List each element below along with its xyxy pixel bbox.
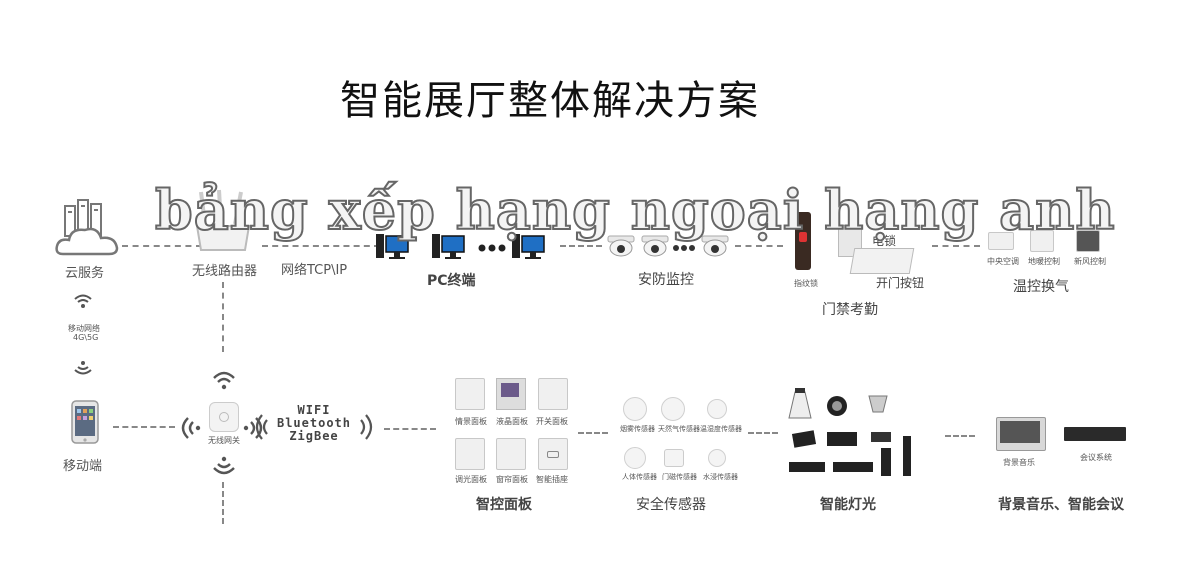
protocol-zigbee: ZigBee <box>289 429 339 443</box>
mobile-network-sub-label: 4G\5G <box>73 333 99 342</box>
security-cameras-icon <box>607 235 729 257</box>
network-label: 网络TCP\IP <box>281 263 348 278</box>
av-item-background-music: 背景音乐 <box>1003 458 1035 467</box>
line-security-access <box>735 245 783 247</box>
lcd-panel-screen <box>501 383 519 397</box>
line-pc-security <box>560 245 602 247</box>
line-access-hvac <box>932 245 980 247</box>
fingerprint-lock-indicator <box>799 232 807 242</box>
fresh-air-device <box>1076 230 1100 252</box>
mobile-label: 移动端 <box>63 459 103 474</box>
smart-lighting-icon <box>788 388 911 476</box>
electric-lock-device <box>849 248 915 274</box>
protocol-wifi: WIFI <box>297 403 331 417</box>
socket-holes <box>547 451 559 458</box>
line-mobile-gateway <box>113 426 175 428</box>
wireless-router-icon <box>195 189 251 251</box>
switch-panel-device <box>538 378 568 410</box>
line-lighting-av <box>945 435 975 437</box>
wifi-down-icon <box>74 361 92 375</box>
access-control-label: 门禁考勤 <box>822 302 878 318</box>
protocol-wave-left-icon <box>255 414 268 440</box>
electric-lock-label: 电锁 <box>872 234 897 248</box>
smartphone-icon <box>71 400 99 444</box>
panel-item-lcd: 液晶面板 <box>496 417 528 426</box>
mobile-network-label: 移动网络 <box>68 324 100 333</box>
line-panels-sensors <box>578 432 608 434</box>
pc-terminals-icon <box>376 234 545 259</box>
temp-humidity-sensor-device <box>707 399 727 419</box>
wifi-icon <box>74 294 92 308</box>
door-magnet-sensor-device <box>664 449 684 467</box>
protocol-bluetooth: Bluetooth <box>276 416 352 430</box>
watermark-text: bảng xếp hạng ngoại hạng anh <box>154 177 1116 243</box>
line-sensors-lighting <box>748 432 778 434</box>
floor-heating-device <box>1030 230 1054 252</box>
hvac-item-central-ac: 中央空调 <box>987 257 1019 266</box>
gateway-wifi-right-icon <box>243 417 263 439</box>
line-router-gateway <box>222 282 224 352</box>
pc-terminal-label: PC终端 <box>427 273 476 289</box>
panel-item-scene: 情景面板 <box>455 417 487 426</box>
panel-item-switch: 开关面板 <box>536 417 568 426</box>
sensor-item-door-magnet: 门磁传感器 <box>662 473 697 481</box>
gateway-wifi-down-icon <box>213 456 235 475</box>
gateway-wifi-left-icon <box>181 417 201 439</box>
security-sensors-label: 安全传感器 <box>636 497 706 513</box>
sensor-item-water-leak: 水浸传感器 <box>703 473 738 481</box>
hvac-item-fresh-air: 新风控制 <box>1074 257 1106 266</box>
human-body-sensor-device <box>624 447 646 469</box>
door-button-label: 开门按钮 <box>876 276 925 290</box>
av-item-conference: 会议系统 <box>1080 453 1112 462</box>
fingerprint-lock-label: 指纹锁 <box>794 279 818 288</box>
gateway-indicator <box>219 412 229 422</box>
curtain-panel-device <box>496 438 526 470</box>
music-conference-label: 背景音乐、智能会议 <box>998 497 1124 513</box>
security-monitoring-label: 安防监控 <box>638 272 694 288</box>
protocol-wave-right-icon <box>360 414 373 440</box>
line-cloud-router <box>122 245 202 247</box>
gateway-wifi-up-icon <box>213 371 235 390</box>
panel-item-dimmer: 调光面板 <box>455 475 487 484</box>
page-title: 智能展厅整体解决方案 <box>340 78 760 124</box>
sensor-item-gas: 天然气传感器 <box>658 425 700 433</box>
router-label: 无线路由器 <box>192 264 258 279</box>
central-ac-device <box>988 232 1014 250</box>
line-router-pc <box>262 245 380 247</box>
line-protocol-panels <box>384 428 436 430</box>
panel-item-socket: 智能插座 <box>536 475 568 484</box>
smart-lighting-label: 智能灯光 <box>820 497 876 513</box>
smart-panels-label: 智控面板 <box>476 497 532 513</box>
sensor-item-temp-humidity: 温湿度传感器 <box>700 425 742 433</box>
sensor-item-human-body: 人体传感器 <box>622 473 657 481</box>
line-gateway-down <box>222 482 224 524</box>
smart-socket-device <box>538 438 568 470</box>
gateway-label: 无线网关 <box>208 436 240 445</box>
sensor-item-smoke: 烟雾传感器 <box>620 425 655 433</box>
panel-item-curtain: 窗帘面板 <box>496 475 528 484</box>
dimmer-panel-device <box>455 438 485 470</box>
hvac-item-floor-heating: 地暖控制 <box>1028 257 1060 266</box>
smoke-sensor-device <box>623 397 647 421</box>
conference-system-device <box>1064 427 1126 441</box>
hvac-label: 温控换气 <box>1013 279 1069 295</box>
protocol-list: WIFI Bluetooth ZigBee <box>272 404 356 443</box>
background-music-screen <box>1000 421 1040 443</box>
scene-panel-device <box>455 378 485 410</box>
cloud-label: 云服务 <box>65 266 105 281</box>
cloud-server-icon <box>55 199 119 256</box>
gas-sensor-device <box>661 397 685 421</box>
water-leak-sensor-device <box>708 449 726 467</box>
